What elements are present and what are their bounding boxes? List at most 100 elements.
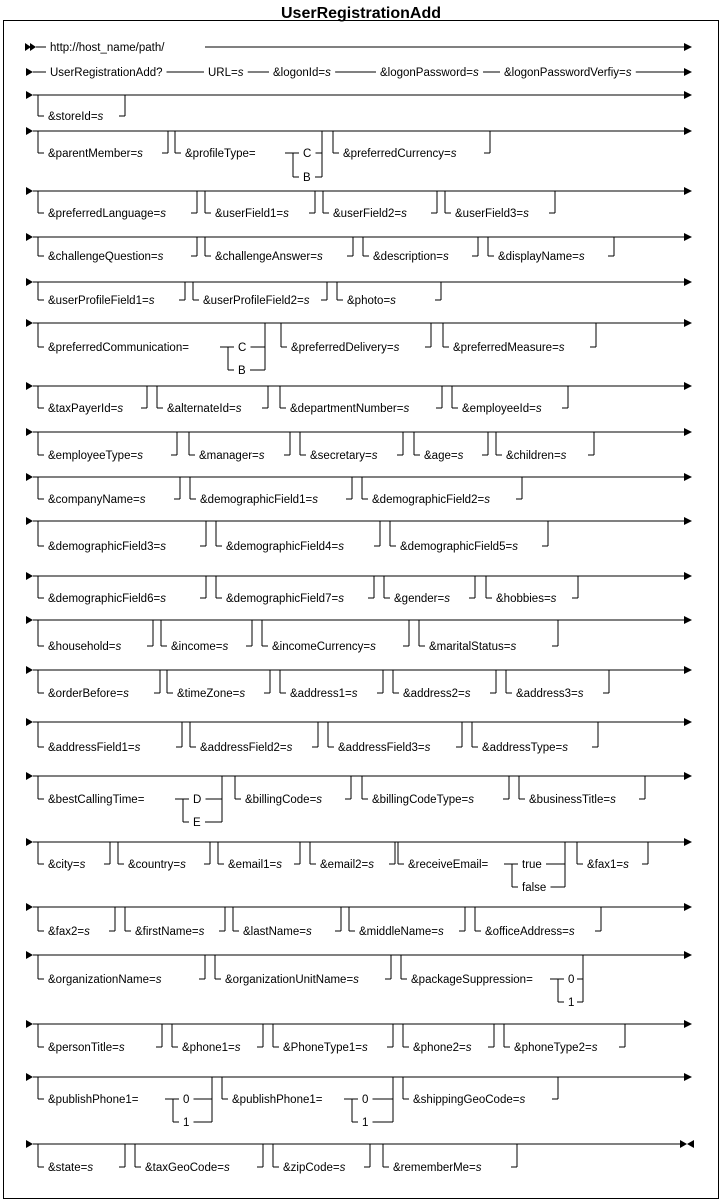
- parameter-name: &firstName=: [135, 926, 199, 938]
- optional-parameter: &demographicField3=s: [48, 541, 166, 553]
- parameter-name: &challengeQuestion=: [48, 251, 158, 263]
- row-end-arrow-icon: [684, 278, 692, 286]
- diagram-frame: [3, 20, 719, 1199]
- row-start-arrow-icon: [26, 319, 33, 327]
- optional-parameter: &billingCodeType=s: [372, 794, 474, 806]
- optional-parameter: &displayName=s: [498, 251, 585, 263]
- parameter-name: URL=: [208, 67, 238, 79]
- parameter-value-placeholder: s: [137, 450, 143, 462]
- parameter-name: &children=: [506, 450, 561, 462]
- parameter-value-placeholder: s: [578, 688, 584, 700]
- optional-parameter: &parentMember=s: [48, 148, 143, 160]
- parameter-value-placeholder: s: [316, 794, 322, 806]
- label-background: [46, 66, 167, 80]
- parameter-value-placeholder: s: [438, 926, 444, 938]
- parameter-name: &organizationUnitName=: [225, 974, 353, 986]
- optional-parameter: &rememberMe=s: [393, 1162, 482, 1174]
- parameter-name: &addressType=: [482, 742, 563, 754]
- optional-parameter: &description=s: [373, 251, 449, 263]
- required-parameter: URL=s: [208, 67, 244, 79]
- parameter-value-placeholder: s: [238, 67, 244, 79]
- parameter-name: &addressField2=: [200, 742, 287, 754]
- diagram-end-icon: [687, 1140, 694, 1148]
- parameter-name: &income=: [171, 641, 223, 653]
- optional-parameter: &userField2=s: [333, 208, 407, 220]
- parameter-value-placeholder: s: [511, 641, 517, 653]
- row-end-arrow-icon: [684, 43, 692, 51]
- parameter-name: &phone2=: [413, 1042, 466, 1054]
- parameter-name: &userField2=: [333, 208, 401, 220]
- optional-parameter: &demographicField1=s: [200, 494, 318, 506]
- optional-parameter: &demographicField7=s: [226, 593, 344, 605]
- optional-parameter: &addressField3=s: [338, 742, 431, 754]
- optional-parameter: &publishPhone1=: [232, 1094, 323, 1106]
- optional-parameter: &timeZone=s: [177, 688, 245, 700]
- parameter-name: &demographicField7=: [226, 593, 338, 605]
- row-end-arrow-icon: [684, 319, 692, 327]
- optional-parameter: &lastName=s: [243, 926, 312, 938]
- optional-parameter: &taxGeoCode=s: [145, 1162, 230, 1174]
- parameter-name: &demographicField1=: [200, 494, 312, 506]
- parameter-name: &demographicField5=: [400, 541, 512, 553]
- parameter-name: &household=: [48, 641, 116, 653]
- row-start-arrow-icon: [26, 187, 33, 195]
- parameter-name: &userField1=: [215, 208, 283, 220]
- row-start-arrow-icon: [26, 666, 33, 674]
- choice-option: 0: [183, 1094, 189, 1106]
- parameter-name: &demographicField3=: [48, 541, 160, 553]
- parameter-value-placeholder: s: [149, 295, 155, 307]
- optional-parameter: &organizationName=s: [48, 974, 162, 986]
- optional-parameter: &userField1=s: [215, 208, 289, 220]
- optional-parameter: &middleName=s: [359, 926, 444, 938]
- required-parameter: &logonPassword=s: [380, 67, 479, 79]
- optional-parameter: &state=s: [48, 1162, 93, 1174]
- parameter-value-placeholder: s: [403, 403, 409, 415]
- parameter-name: &logonId=: [273, 67, 325, 79]
- optional-parameter: &household=s: [48, 641, 121, 653]
- optional-parameter: &personTitle=s: [48, 1042, 125, 1054]
- optional-parameter: &shippingGeoCode=s: [413, 1094, 525, 1106]
- row-end-arrow-icon: [684, 473, 692, 481]
- parameter-value-placeholder: s: [84, 926, 90, 938]
- parameter-name: &storeId=: [48, 111, 98, 123]
- row-end-arrow-icon: [684, 428, 692, 436]
- parameter-value-placeholder: s: [370, 641, 376, 653]
- parameter-name: &orderBefore=: [48, 688, 123, 700]
- row-end-arrow-icon: [684, 382, 692, 390]
- parameter-value-placeholder: s: [236, 403, 242, 415]
- row-end-arrow-icon: [684, 187, 692, 195]
- optional-parameter: &email1=s: [228, 859, 282, 871]
- row-end-arrow-icon: [684, 233, 692, 241]
- row-end-arrow-icon: [684, 127, 692, 135]
- optional-parameter: &addressField2=s: [200, 742, 293, 754]
- row-start-arrow-icon: [26, 428, 33, 436]
- parameter-name: &timeZone=: [177, 688, 240, 700]
- parameter-name: &preferredDelivery=: [291, 342, 394, 354]
- diagram-start-icon: [25, 43, 31, 51]
- parameter-value-placeholder: s: [592, 1042, 598, 1054]
- choice-option: 0: [362, 1094, 368, 1106]
- row-end-arrow-icon: [684, 517, 692, 525]
- parameter-value-placeholder: s: [368, 859, 374, 871]
- parameter-name: &manager=: [199, 450, 259, 462]
- parameter-name: &zipCode=: [283, 1162, 340, 1174]
- parameter-value-placeholder: s: [287, 742, 293, 754]
- choice-option: true: [522, 859, 542, 871]
- parameter-value-placeholder: s: [306, 926, 312, 938]
- optional-parameter: &demographicField6=s: [48, 593, 166, 605]
- parameter-value-placeholder: s: [338, 541, 344, 553]
- parameter-name: &billingCode=: [245, 794, 317, 806]
- parameter-name: &state=: [48, 1162, 88, 1174]
- parameter-value-placeholder: s: [401, 208, 407, 220]
- optional-parameter: &hobbies=s: [496, 593, 557, 605]
- optional-parameter: &challengeQuestion=s: [48, 251, 164, 263]
- parameter-value-placeholder: s: [458, 450, 464, 462]
- optional-parameter: &zipCode=s: [283, 1162, 346, 1174]
- parameter-name: &preferredLanguage=: [48, 208, 160, 220]
- optional-parameter: &taxPayerId=s: [48, 403, 123, 415]
- parameter-name: &personTitle=: [48, 1042, 119, 1054]
- optional-parameter: &businessTitle=s: [529, 794, 616, 806]
- parameter-name: &logonPasswordVerfiy=: [504, 67, 626, 79]
- optional-parameter: &phoneType2=s: [514, 1042, 598, 1054]
- optional-parameter: &receiveEmail=: [408, 859, 488, 871]
